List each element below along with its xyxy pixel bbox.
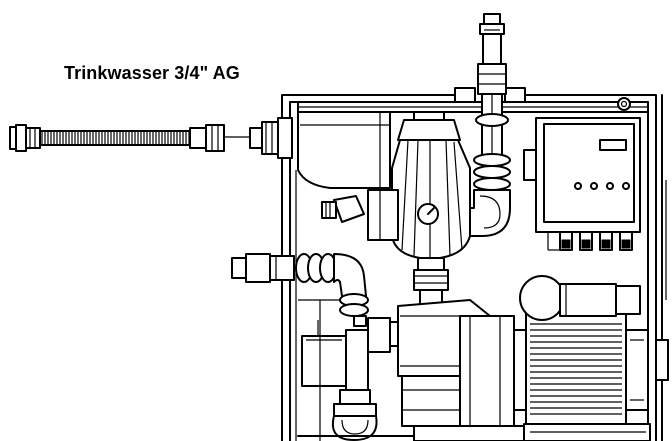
inlet-hose [9, 124, 250, 152]
wall-fitting [249, 117, 293, 159]
riser-pipe [461, 13, 511, 237]
housing-frame [281, 87, 669, 441]
water-inlet-label: Trinkwasser 3/4" AG [64, 63, 240, 83]
cable-gland-nut [601, 239, 611, 249]
filter-housing [367, 111, 471, 305]
base-plate [297, 299, 415, 441]
outlet-pipe [231, 253, 369, 317]
float-valve [321, 195, 365, 223]
pump [397, 299, 527, 441]
water-tank [297, 111, 391, 189]
solenoid-valve [301, 315, 401, 441]
cable-gland-nut [581, 239, 591, 249]
controller-box [523, 97, 641, 251]
motor [519, 275, 651, 441]
cable-gland-nut [561, 239, 571, 249]
cable-gland-nut [621, 239, 631, 249]
